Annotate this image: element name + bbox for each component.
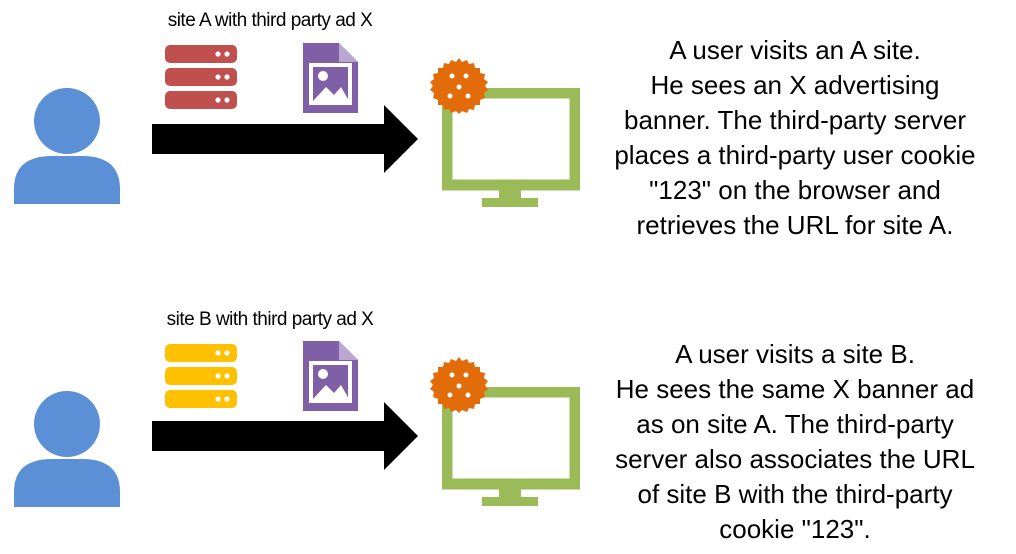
- description-line: as on site A. The third-party: [636, 409, 954, 439]
- description-line: A user visits an A site.: [669, 35, 921, 65]
- description: A user visits a site B. He sees the same…: [570, 337, 1016, 547]
- image-file-icon: [303, 43, 358, 113]
- description-line: of site B with the third-party: [637, 479, 953, 509]
- user-icon: [14, 88, 120, 204]
- description-line: cookie "123".: [719, 514, 871, 544]
- description-line: He sees the same X banner ad: [615, 374, 975, 404]
- monitor-icon: [442, 387, 580, 506]
- arrow-right-icon: [152, 402, 418, 470]
- monitor-icon: [442, 88, 580, 207]
- site-label: site B with third party ad X: [166, 309, 374, 330]
- server-icon: [165, 45, 237, 109]
- server-icon: [165, 344, 237, 408]
- description-line: server also associates the URL: [615, 444, 975, 474]
- description: A user visits an A site. He sees an X ad…: [570, 33, 1016, 243]
- description-line: A user visits a site B.: [675, 339, 915, 369]
- description-line: "123" on the browser and: [649, 175, 941, 205]
- image-file-icon: [303, 341, 358, 411]
- site-label: site A with third party ad X: [167, 10, 373, 31]
- panel-site-a: site A with third party ad X A user visi…: [14, 10, 1016, 243]
- cookie-icon: [430, 357, 488, 413]
- panel-site-b: site B with third party ad X A user visi…: [0, 277, 1016, 554]
- user-icon: [14, 391, 120, 507]
- arrow-right-icon: [152, 105, 418, 173]
- description-line: retrieves the URL for site A.: [636, 210, 954, 240]
- cookie-icon: [430, 58, 488, 114]
- description-line: banner. The third-party server: [623, 105, 967, 135]
- description-line: He sees an X advertising: [650, 70, 940, 100]
- description-line: places a third-party user cookie: [614, 140, 976, 170]
